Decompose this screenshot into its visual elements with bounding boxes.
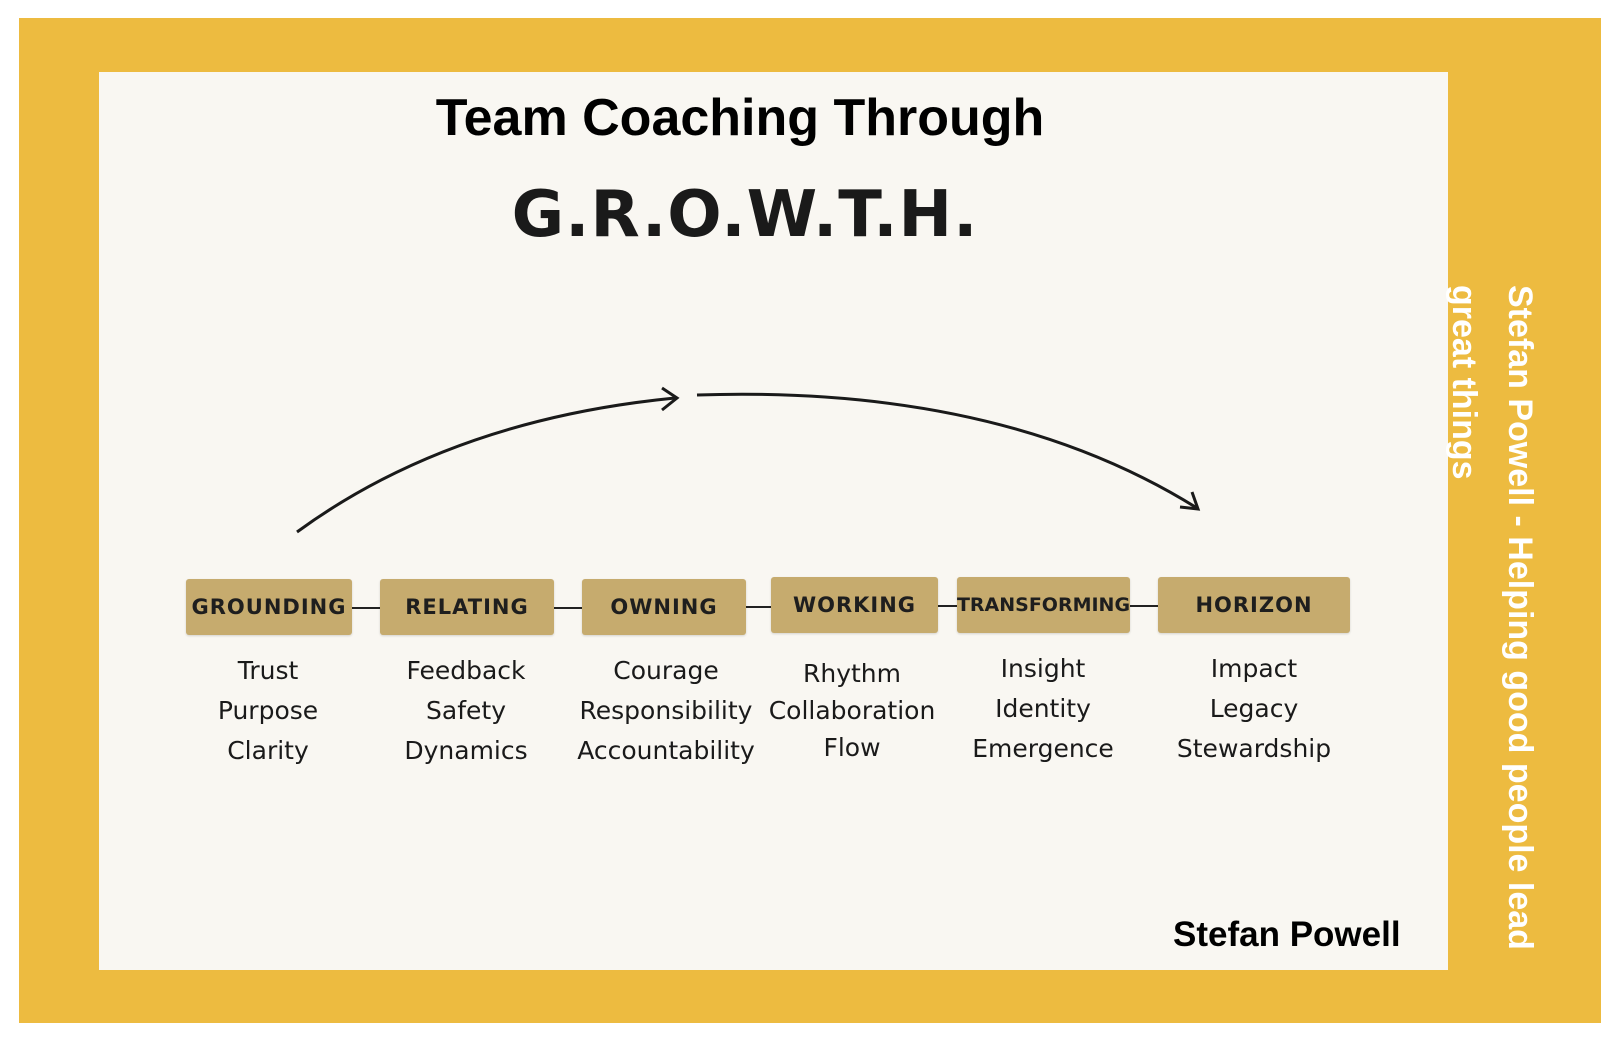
arrowhead-right (1179, 491, 1201, 511)
term: Legacy (1209, 694, 1299, 723)
term: Safety (426, 696, 506, 725)
page-title: Team Coaching Through (435, 89, 1045, 147)
terms-horizon: Impact Legacy Stewardship (1154, 649, 1354, 769)
progress-arrow-left (296, 396, 676, 534)
term: Rhythm (802, 659, 901, 688)
terms-grounding: Trust Purpose Clarity (168, 651, 368, 771)
term: Dynamics (404, 736, 528, 765)
connector (1130, 605, 1158, 607)
terms-transforming: Insight Identity Emergence (943, 649, 1143, 769)
arrowhead-left (661, 386, 680, 412)
stage-relating: RELATING (380, 579, 554, 635)
stage-transforming: TRANSFORMING (957, 577, 1130, 633)
diagram-card (99, 72, 1448, 970)
term: Emergence (972, 734, 1114, 763)
terms-relating: Feedback Safety Dynamics (366, 651, 566, 771)
connector (554, 607, 582, 609)
term: Insight (1000, 654, 1086, 683)
term: Stewardship (1176, 734, 1332, 763)
stage-working: WORKING (771, 577, 938, 633)
term: Identity (995, 694, 1091, 723)
term: Flow (823, 733, 881, 762)
stage-owning: OWNING (582, 579, 746, 635)
term: Trust (237, 656, 299, 685)
terms-owning: Courage Responsibility Accountability (566, 651, 766, 771)
term: Clarity (227, 736, 309, 765)
growth-acronym: G.R.O.W.T.H. (511, 178, 979, 252)
term: Courage (613, 656, 719, 685)
connector (938, 605, 957, 607)
terms-working: Rhythm Collaboration Flow (752, 655, 952, 766)
term: Responsibility (579, 696, 753, 725)
stage-horizon: HORIZON (1158, 577, 1350, 633)
author-name: Stefan Powell (1173, 915, 1401, 954)
stage-grounding: GROUNDING (186, 579, 352, 635)
side-tagline: Stefan Powell - Helping good people lead… (1445, 285, 1539, 950)
term: Collaboration (768, 696, 936, 725)
term: Impact (1210, 654, 1298, 683)
term: Purpose (217, 696, 319, 725)
term: Accountability (577, 736, 755, 765)
term: Feedback (406, 656, 526, 685)
connector (746, 606, 771, 608)
progress-arrow-right (696, 392, 1198, 510)
connector (352, 607, 380, 609)
